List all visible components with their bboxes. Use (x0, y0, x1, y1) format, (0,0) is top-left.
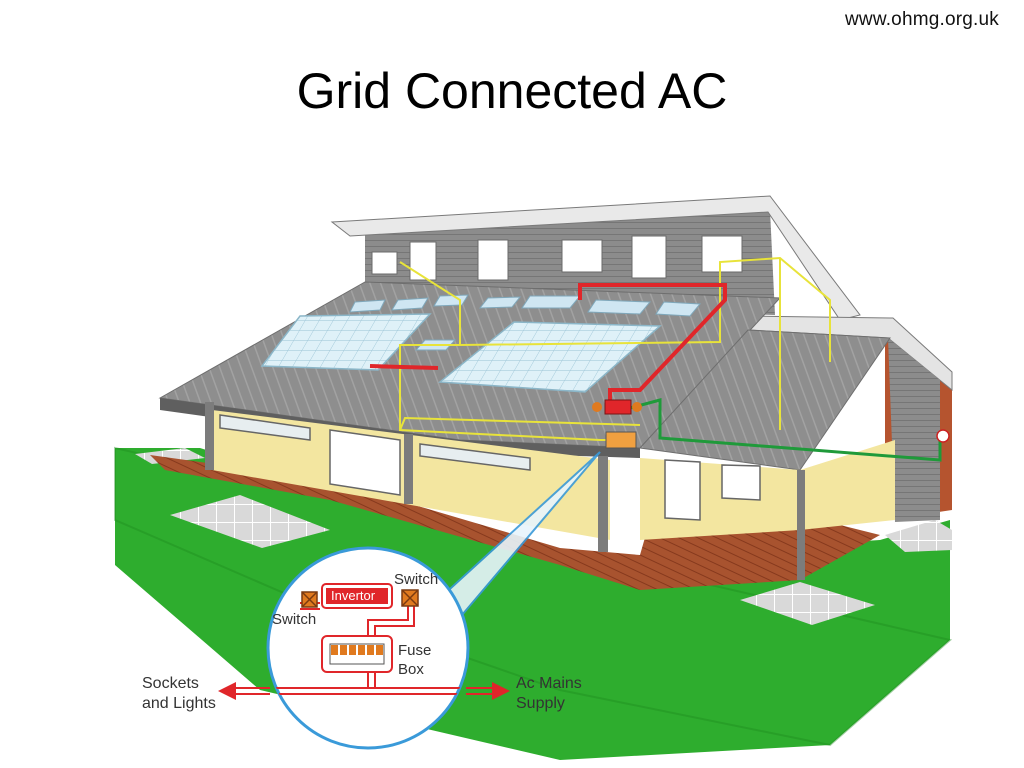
wing-wall (640, 440, 895, 540)
label-sockets: Sockets (142, 675, 199, 692)
side-building-gable (888, 338, 940, 522)
callout-label-invertor: Invertor (331, 588, 376, 603)
label-ac-mains: Ac Mains (516, 675, 582, 692)
callout-fuse-box (321, 635, 393, 673)
output-arrows (218, 682, 510, 700)
clerestory-windows (371, 235, 743, 281)
pv-array-left (260, 313, 432, 371)
callout-label-fuse: Fuse (398, 642, 431, 659)
grid-wiring (629, 398, 942, 462)
callout-detail: Invertor Switch Switch Fuse Box (266, 546, 470, 750)
arrow-left-icon (218, 682, 236, 700)
callout-label-switch-left: Switch (272, 611, 316, 628)
paving-right (885, 520, 952, 552)
front-windows (219, 414, 761, 521)
callout-label-switch-right: Switch (394, 571, 438, 588)
slide-title: Grid Connected AC (296, 63, 728, 119)
arrow-right-icon (492, 682, 510, 700)
dc-wiring (369, 283, 727, 405)
veranda-posts (205, 402, 805, 580)
roof-fascia (160, 398, 640, 458)
site-url: www.ohmg.org.uk (844, 9, 999, 30)
callout-label-box: Box (398, 661, 424, 678)
label-and-lights: and Lights (142, 695, 216, 712)
paving-left (170, 495, 330, 548)
house-fuse-box (605, 431, 637, 449)
label-supply: Supply (516, 695, 565, 712)
wing-roof (638, 329, 891, 471)
house-inverter (592, 399, 642, 415)
ac-wiring (399, 256, 831, 441)
paving-step (135, 448, 205, 464)
mains-meter (936, 429, 950, 443)
pv-array-right (438, 321, 662, 393)
paving-front (740, 582, 875, 625)
callout-switch-right-symbol (401, 589, 419, 607)
lawn-edge (114, 446, 953, 747)
callout-switch-left-symbol (301, 591, 318, 608)
